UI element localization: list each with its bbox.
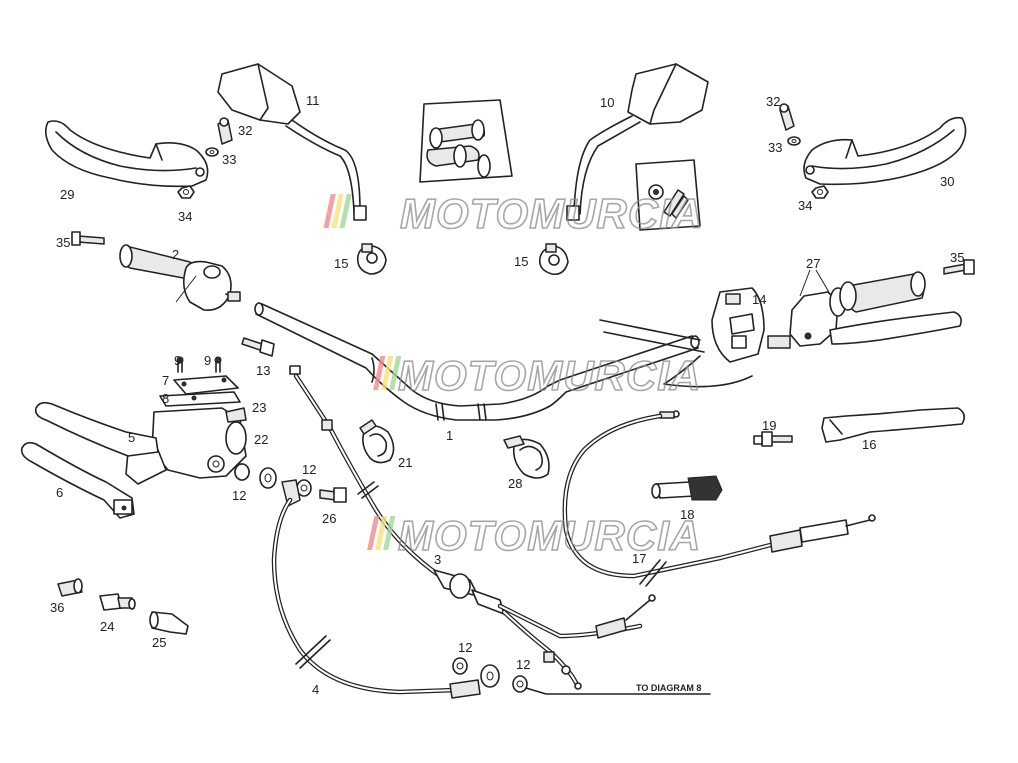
mirror-clamp-left [356,243,387,275]
svg-text:MOTOMURCIA: MOTOMURCIA [400,190,703,237]
label-2: 2 [172,247,179,262]
label-5: 5 [128,430,135,445]
label-22: 22 [254,432,268,447]
label-29: 29 [60,187,74,202]
mirror-clamp-right [538,243,569,276]
label-12b: 12 [302,462,316,477]
left-mirror [217,63,367,221]
diagram-reference [525,687,711,695]
clutch-lever-left [20,441,135,519]
bolts-bag [635,159,701,231]
washer-12a [234,463,250,481]
note-to-diagram-8: TO DIAGRAM 8 [636,683,701,693]
label-24: 24 [100,619,114,634]
label-12c: 12 [458,640,472,655]
label-26: 26 [322,511,336,526]
leader-lines [175,269,831,303]
label-12d: 12 [516,657,530,672]
handlebar-switch [599,287,765,388]
svg-text:MOTOMURCIA: MOTOMURCIA [398,352,701,399]
label-8: 8 [162,391,169,406]
label-7: 7 [162,373,169,388]
cable-strap-28 [503,435,550,479]
label-16: 16 [862,437,876,452]
cable-strap-21 [359,419,395,464]
label-17: 17 [632,551,646,566]
right-guard-hardware [779,103,829,199]
label-32b: 32 [766,94,780,109]
washer-12d [512,675,528,693]
label-3: 3 [434,552,441,567]
watermark-middle: MOTOMURCIA [373,351,701,400]
cable-adjuster-18 [651,475,723,501]
label-21: 21 [398,455,412,470]
label-14: 14 [752,292,766,307]
label-15b: 15 [514,254,528,269]
label-32a: 32 [238,123,252,138]
left-guard-hardware [177,117,233,199]
label-11: 11 [306,93,320,108]
label-15a: 15 [334,256,348,271]
label-33a: 33 [222,152,236,167]
brake-hose [259,467,500,699]
label-36: 36 [50,600,64,615]
label-35a: 35 [56,235,70,250]
brake-master-cylinder [125,356,250,485]
left-hand-guard [44,120,209,188]
label-10: 10 [600,95,614,110]
left-grip-assembly [71,231,241,311]
label-28: 28 [508,476,522,491]
throttle-cable [289,365,656,690]
grips-kit-box [419,99,513,183]
label-27: 27 [806,256,820,271]
watermark-top: MOTOMURCIA [323,189,703,238]
label-33b: 33 [768,140,782,155]
label-4: 4 [312,682,319,697]
boot-25 [149,611,189,635]
adjuster-36 [57,578,83,597]
brake-lever [34,401,159,457]
label-19: 19 [762,418,776,433]
clutch-lever-assembly [767,271,962,349]
label-12a: 12 [232,488,246,503]
right-end-screw [943,259,975,275]
right-hand-guard [803,116,967,186]
label-9a: 9 [174,353,181,368]
bolt-13 [241,337,275,357]
adjuster-24 [99,593,136,611]
label-30: 30 [940,174,954,189]
lever-pivot-bolt [753,431,793,447]
label-1: 1 [446,428,453,443]
washer-12c [452,657,468,675]
label-13: 13 [256,363,270,378]
clutch-cable [562,410,876,587]
svg-text:MOTOMURCIA: MOTOMURCIA [398,512,701,559]
part-labels: 1 2 3 4 5 6 7 8 9 9 10 11 12 12 12 12 13… [50,93,964,697]
right-mirror [566,63,709,221]
lever-16 [821,407,966,443]
label-34b: 34 [798,198,812,213]
banjo-bolt [319,487,347,503]
label-9b: 9 [204,353,211,368]
label-23: 23 [252,400,266,415]
watermark-bottom: MOTOMURCIA [367,511,701,560]
label-18: 18 [680,507,694,522]
label-6: 6 [56,485,63,500]
label-35b: 35 [950,250,964,265]
label-34a: 34 [178,209,192,224]
label-25: 25 [152,635,166,650]
